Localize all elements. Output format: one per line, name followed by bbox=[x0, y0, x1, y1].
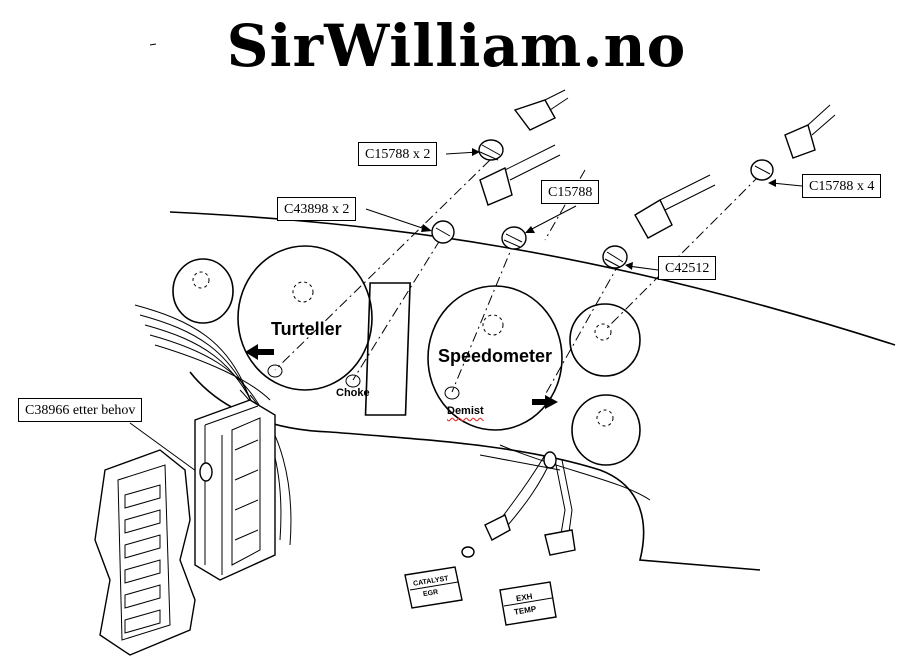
callout-c38966: C38966 etter behov bbox=[18, 398, 143, 422]
alignment-lines bbox=[274, 159, 761, 396]
callout-c15788-x4: C15788 x 4 bbox=[802, 174, 882, 198]
gauge-right-upper bbox=[569, 303, 641, 377]
callout-c15788-x2: C15788 x 2 bbox=[358, 142, 438, 166]
dashboard-outline bbox=[169, 211, 896, 571]
exh-temp-badge bbox=[499, 581, 557, 626]
gauge-right-lower bbox=[571, 394, 641, 466]
gauge-left-small bbox=[172, 258, 234, 324]
label-speedometer: Speedometer bbox=[438, 346, 553, 366]
arrow-left-icon bbox=[245, 344, 274, 360]
gauge-tachometer bbox=[237, 245, 373, 391]
lower-bulb-holder bbox=[461, 451, 576, 558]
speck bbox=[149, 43, 157, 46]
warning-lens-panel bbox=[94, 449, 196, 656]
gauge-speedometer bbox=[427, 285, 563, 431]
warning-light-block bbox=[194, 399, 276, 581]
arrow-right-icon bbox=[532, 395, 558, 409]
label-demist: Demist bbox=[447, 405, 484, 417]
callout-c42512: C42512 bbox=[658, 256, 717, 280]
center-slot bbox=[364, 282, 411, 416]
bulb-c42512 bbox=[602, 245, 628, 269]
bulb-holder-right bbox=[750, 104, 836, 181]
label-choke: Choke bbox=[336, 387, 370, 399]
bulb-holder-right-center bbox=[634, 174, 716, 239]
choke-hole bbox=[345, 374, 361, 388]
catalyst-egr-badge bbox=[404, 566, 463, 609]
callout-c43898-x2: C43898 x 2 bbox=[277, 197, 357, 221]
site-title: SirWilliam.no bbox=[226, 12, 687, 80]
label-turteller: Turteller bbox=[271, 319, 342, 339]
bulb-c43898 bbox=[431, 220, 455, 244]
bulb-holder-top-center bbox=[478, 89, 569, 161]
leader-lines bbox=[129, 148, 803, 472]
bulb-holder-center bbox=[479, 144, 561, 206]
bulb-c15788-single bbox=[501, 226, 527, 250]
callout-c15788: C15788 bbox=[541, 180, 600, 204]
